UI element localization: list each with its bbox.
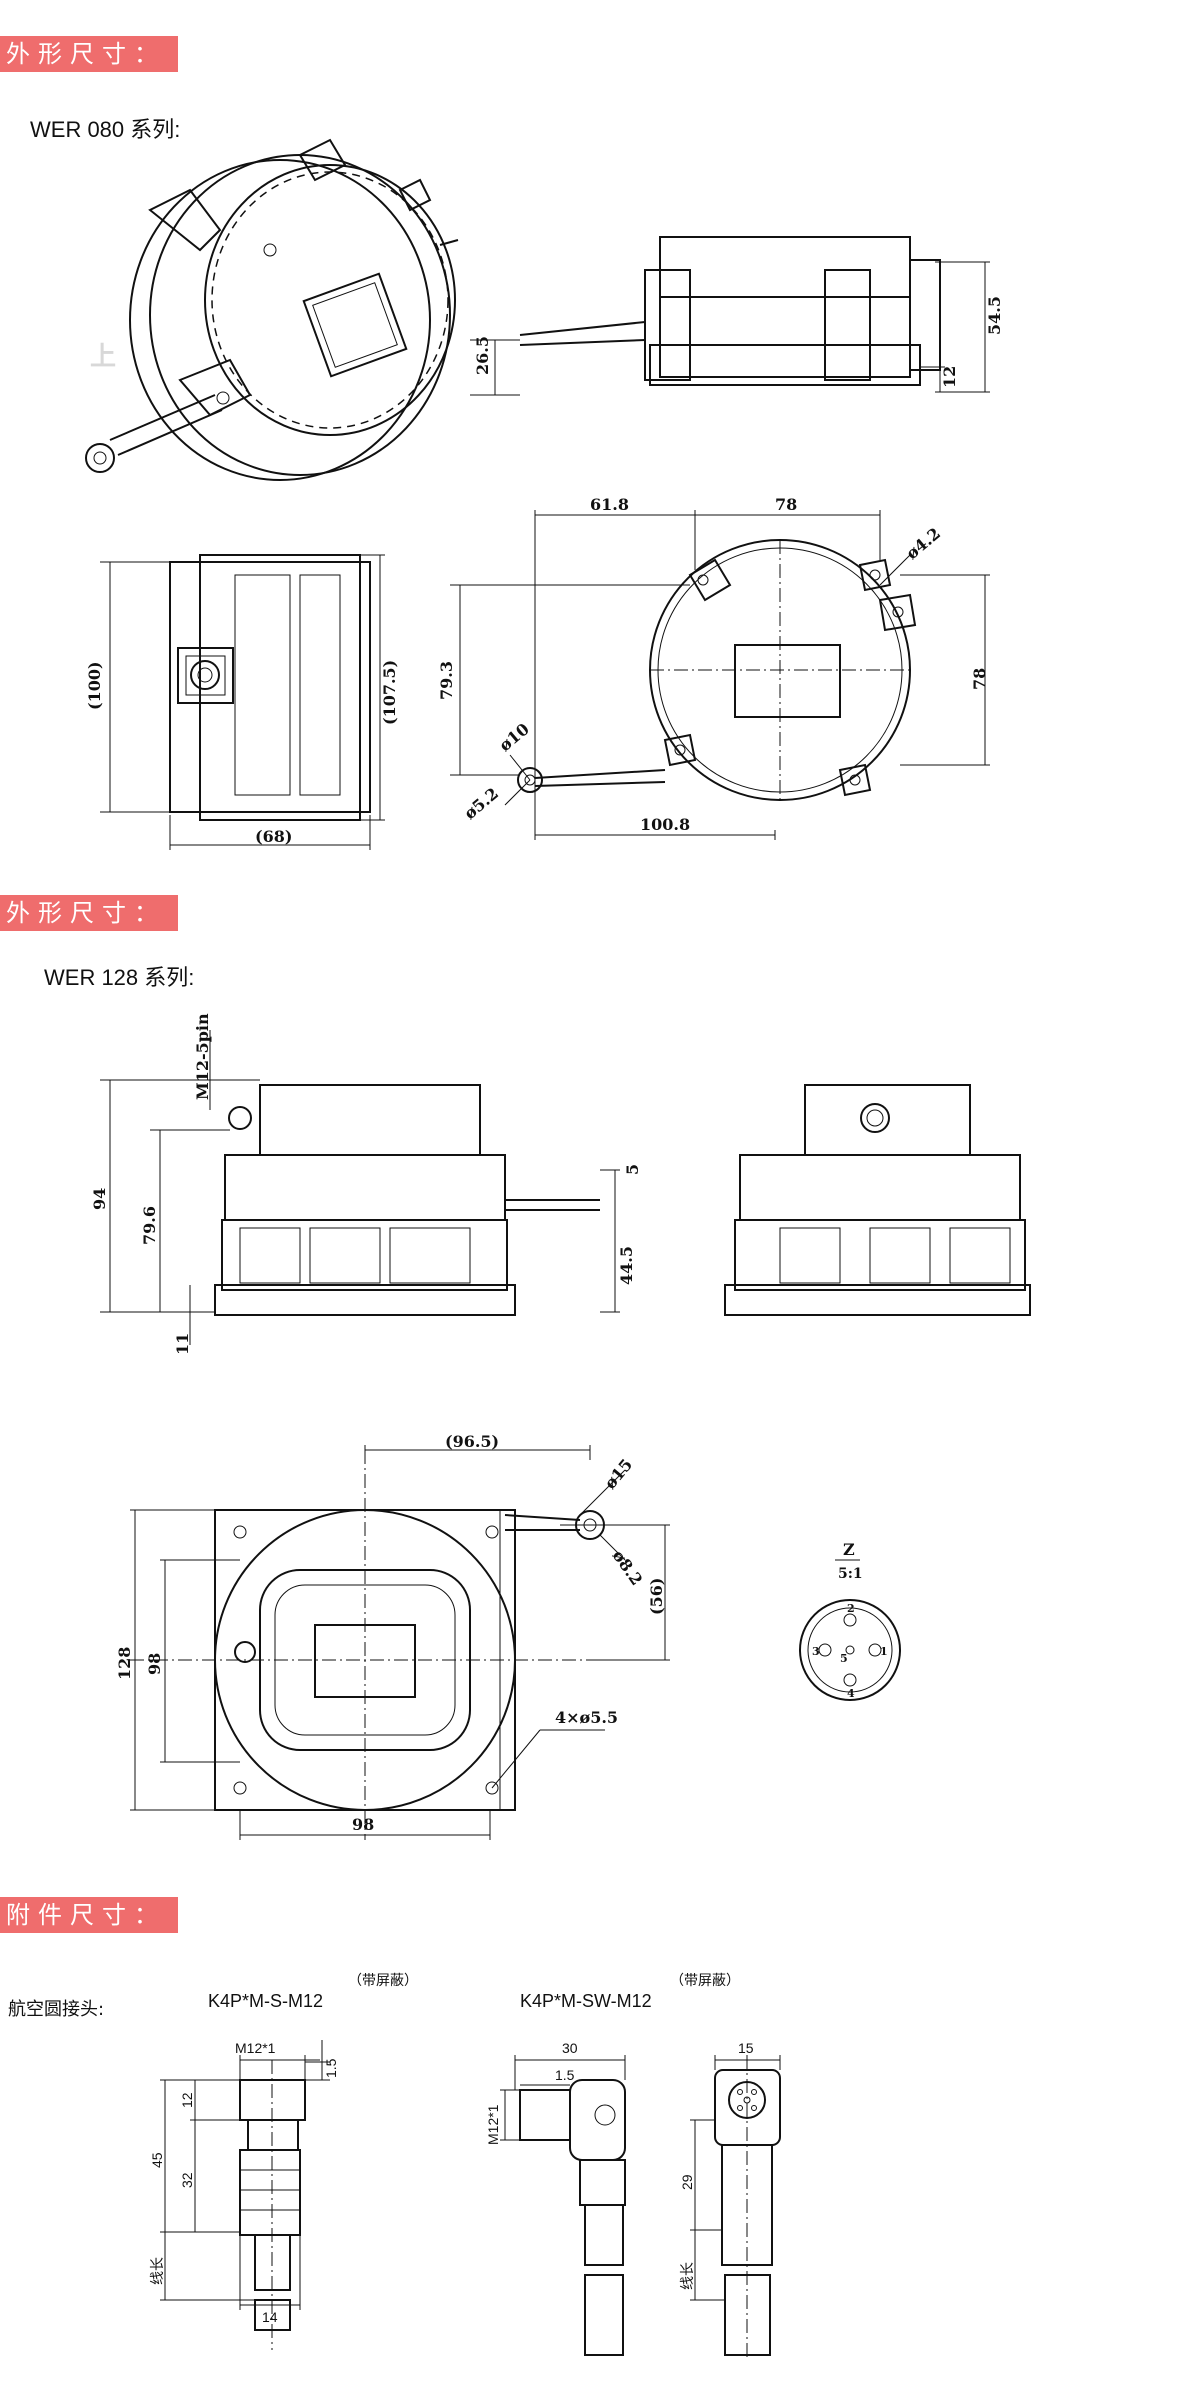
conn2-note: （带屏蔽） — [670, 1973, 740, 1989]
dim-26-5: 26.5 — [473, 336, 492, 375]
conn2-d15: 15 — [738, 2040, 754, 2056]
dim-94: 94 — [90, 1188, 109, 1210]
dim-79-6: 79.6 — [140, 1206, 159, 1245]
dim-54-5: 54.5 — [985, 296, 1004, 335]
dim-61-8: 61.8 — [590, 495, 629, 514]
conn1-note: （带屏蔽） — [348, 1973, 418, 1989]
conn2-d1-5: 1.5 — [555, 2067, 575, 2083]
dim-5: 5 — [623, 1164, 642, 1175]
series-label-wer080: WER 080 系列: — [30, 117, 181, 142]
dim-98-bottom: 98 — [352, 1815, 374, 1834]
section-header-outline-2: 外形尺寸： — [0, 895, 178, 931]
dim-128: 128 — [115, 1647, 134, 1680]
wer128-top-view: (96.5) ø15 ø8.2 (56) 128 98 4×ø5.5 98 — [115, 1432, 670, 1840]
dim-68: (68) — [255, 827, 292, 846]
wer080-side-view: 54.5 26.5 12 — [470, 236, 1004, 396]
wer080-iso-view: 上 — [85, 138, 459, 481]
conn2-name: K4P*M-SW-M12 — [520, 1991, 652, 2011]
accessory-label: 航空圆接头: — [8, 1999, 104, 2020]
dim-phi-5-2: ø5.2 — [460, 784, 502, 823]
wer080-top-view: 61.8 78 ø4.2 79.3 78 ø10 ø5.2 100.8 — [437, 495, 990, 840]
dim-56: (56) — [647, 1578, 666, 1615]
conn1-d14: 14 — [262, 2309, 278, 2325]
conn2-d29: 29 — [679, 2174, 695, 2190]
wer128-pin-view: Z 5:1 1 2 3 4 5 — [799, 1540, 901, 1701]
wer128-side-view: M12-5pin 94 79.6 5 44.5 11 — [90, 1013, 642, 1355]
dim-phi-8-2: ø8.2 — [609, 1546, 647, 1588]
conn2-d30: 30 — [562, 2040, 578, 2056]
dim-phi-15: ø15 — [601, 1455, 637, 1492]
series-label-wer128: WER 128 系列: — [44, 965, 195, 990]
pin-label-2: 2 — [847, 1602, 855, 1615]
dim-79-3: 79.3 — [437, 661, 456, 700]
conn1-d12: 12 — [179, 2092, 195, 2108]
dim-12: 12 — [940, 366, 959, 388]
dim-4x-phi-5-5: 4×ø5.5 — [555, 1708, 618, 1727]
dim-78-top: 78 — [775, 495, 797, 514]
conn2-m12: M12*1 — [485, 2104, 501, 2145]
dim-44-5: 44.5 — [617, 1246, 636, 1285]
pin-label-1: 1 — [880, 1645, 888, 1658]
pin-view-scale: 5:1 — [838, 1566, 863, 1582]
dim-78-right: 78 — [970, 668, 989, 690]
dim-107-5: (107.5) — [380, 660, 399, 725]
wer080-front-view: (100) (107.5) (68) — [85, 554, 399, 850]
conn1-len: 线长 — [150, 2257, 166, 2285]
conn1-d1-5: 1.5 — [323, 2058, 339, 2078]
pin-label-3: 3 — [812, 1645, 820, 1658]
dim-m12-5pin: M12-5pin — [193, 1013, 212, 1100]
conn1-d32: 32 — [179, 2172, 195, 2188]
conn2-len: 线长 — [680, 2262, 696, 2290]
dim-100-8: 100.8 — [640, 815, 690, 834]
conn1-d45: 45 — [149, 2152, 165, 2168]
conn1-name: K4P*M-S-M12 — [208, 1991, 323, 2011]
section-header-outline-1: 外形尺寸： — [0, 36, 178, 72]
dim-phi-10: ø10 — [495, 719, 532, 755]
conn1-m12: M12*1 — [235, 2040, 276, 2056]
dim-100: (100) — [85, 661, 104, 710]
pin-label-4: 4 — [847, 1687, 855, 1700]
dim-phi-4-2: ø4.2 — [902, 524, 944, 563]
section-header-accessory: 附件尺寸： — [0, 1897, 178, 1933]
pin-view-label-z: Z — [843, 1540, 855, 1559]
dim-98-left: 98 — [145, 1653, 164, 1675]
watermark-text: 上 — [90, 342, 116, 372]
accessory-section: 航空圆接头: K4P*M-S-M12 （带屏蔽） M12*1 1.5 12 45 — [8, 1973, 781, 2360]
dim-11: 11 — [173, 1333, 192, 1355]
wer128-end-view — [724, 1084, 1031, 1316]
pin-label-5: 5 — [840, 1652, 848, 1665]
dim-96-5: (96.5) — [445, 1432, 499, 1451]
